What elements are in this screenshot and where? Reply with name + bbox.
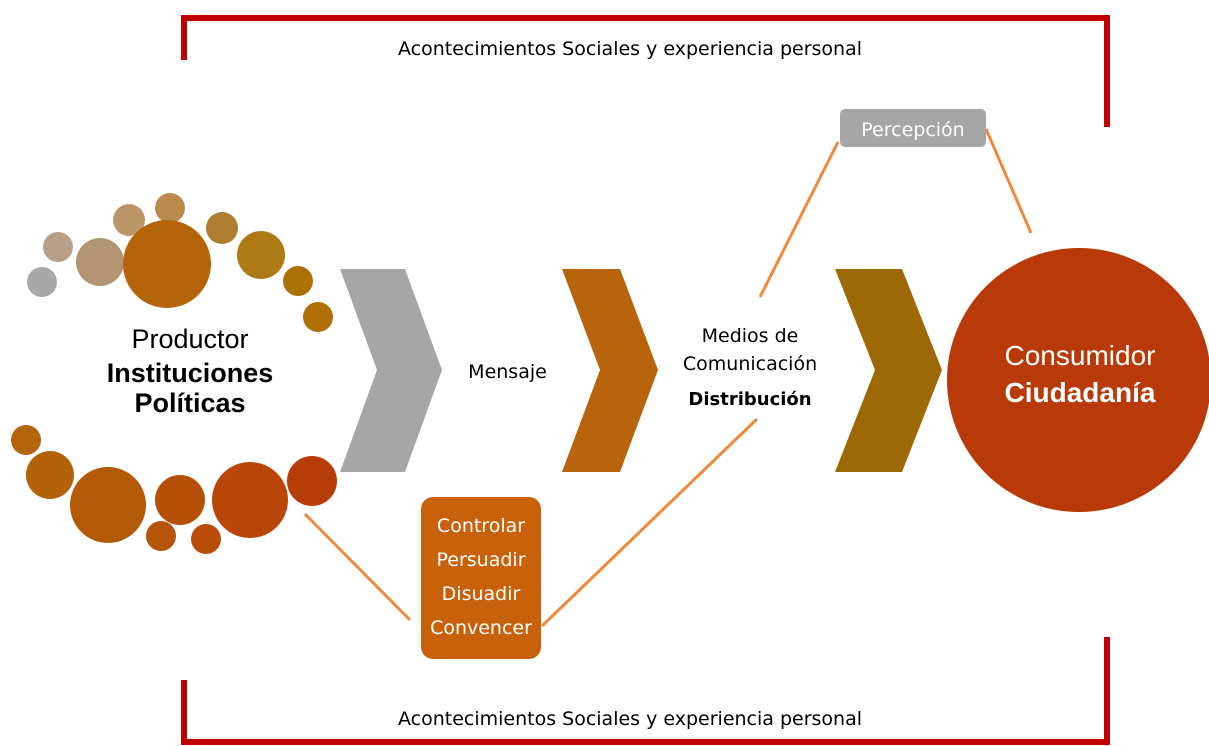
producer-bubble — [303, 302, 333, 332]
top-context-label: Acontecimientos Sociales y experiencia p… — [397, 38, 863, 60]
producer-bubble — [26, 451, 74, 499]
consumer-entity: Ciudadanía — [1004, 377, 1156, 408]
producer-bubble — [70, 467, 146, 543]
media-name: Medios de Comunicación — [682, 325, 818, 375]
media-label: Medios de Comunicación Distribución — [655, 322, 845, 414]
bottom-context-label: Acontecimientos Sociales y experiencia p… — [397, 708, 863, 730]
message-label: Mensaje — [468, 361, 547, 383]
actions-box: Controlar Persuadir Disuadir Convencer — [421, 497, 541, 659]
connector-media-to-perception — [758, 141, 840, 298]
action-item: Convencer — [430, 617, 532, 639]
producer-bubble — [146, 521, 176, 551]
connector-producer-to-actions — [303, 512, 412, 622]
chevron-producer-to-message — [340, 269, 442, 472]
producer-bubble — [27, 267, 57, 297]
producer-bubble — [212, 462, 288, 538]
action-item: Persuadir — [436, 549, 526, 571]
action-item: Disuadir — [441, 583, 521, 605]
chevron-message-to-media — [562, 269, 658, 472]
producer-bubble — [113, 204, 145, 236]
connector-perception-to-consumer — [984, 128, 1033, 234]
consumer-role: Consumidor — [1004, 340, 1156, 371]
producer-role: Productor — [131, 324, 249, 354]
producer-bubble — [123, 220, 211, 308]
producer-bubble — [237, 231, 285, 279]
producer-bubble — [191, 524, 221, 554]
producer-bubble — [43, 232, 73, 262]
consumer-circle — [947, 248, 1209, 512]
chevron-media-to-consumer — [835, 269, 942, 472]
connector-actions-to-media — [540, 417, 759, 628]
producer-bubble — [11, 425, 41, 455]
media-function: Distribución — [688, 389, 812, 410]
consumer-label: Consumidor Ciudadanía — [955, 337, 1205, 411]
producer-bubble — [155, 193, 185, 223]
perception-box: Percepción — [840, 109, 986, 147]
producer-entity: Instituciones Políticas — [106, 358, 274, 418]
bottom-context-bracket — [181, 637, 1110, 745]
producer-label: Productor Instituciones Políticas — [60, 320, 320, 418]
producer-bubble — [206, 212, 238, 244]
action-item: Controlar — [436, 515, 526, 537]
producer-bubble — [76, 238, 124, 286]
producer-bubble — [287, 456, 337, 506]
top-context-bracket — [181, 15, 1110, 127]
producer-bubble — [283, 266, 313, 296]
producer-bubble — [155, 475, 205, 525]
